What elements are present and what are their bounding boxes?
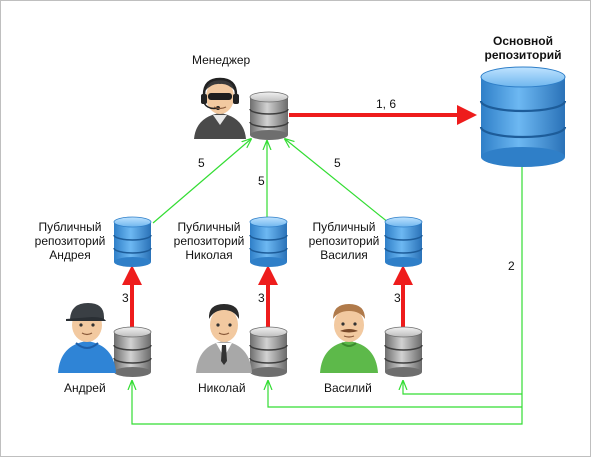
andrey-public-repo-label: Публичный репозиторий Андрея — [34, 220, 106, 262]
vasily-public-repo-label: Публичный репозиторий Василия — [308, 220, 380, 262]
vasily-label: Василий — [324, 381, 372, 395]
edge-label-manager-to-main: 1, 6 — [376, 97, 397, 111]
nikolay-label: Николай — [198, 381, 246, 395]
edge-main-to-andrey — [132, 164, 523, 425]
nikolay-public-repo-label: Публичный репозиторий Николая — [173, 220, 245, 262]
edge-label-nikolay-push: 3 — [258, 291, 265, 305]
nikolay-avatar-icon — [196, 304, 252, 373]
red-edges — [122, 105, 477, 327]
nikolay-private-repo-db-icon — [249, 326, 288, 377]
vasily-public-repo-db-icon — [384, 216, 423, 267]
andrey-label: Андрей — [64, 381, 106, 395]
vasily-avatar-icon — [320, 304, 378, 373]
vasily-private-repo-db-icon — [384, 326, 423, 377]
green-edges — [132, 139, 523, 425]
main-repository-db-icon — [479, 66, 567, 167]
nikolay-public-repo-db-icon — [249, 216, 288, 267]
edge-main-to-nikolay — [268, 381, 522, 408]
edge-label-vasily-to-manager: 5 — [334, 156, 341, 170]
andrey-private-repo-db-icon — [113, 326, 152, 377]
andrey-avatar-icon — [58, 303, 116, 373]
edge-main-to-vasily — [403, 381, 522, 395]
manager-db-icon — [249, 91, 289, 140]
edge-label-vasily-push: 3 — [394, 291, 401, 305]
main-repository-label: Основной репозиторий — [484, 34, 562, 62]
andrey-public-repo-db-icon — [113, 216, 152, 267]
edge-label-nikolay-to-manager: 5 — [258, 174, 265, 188]
edge-label-andrey-to-manager: 5 — [198, 156, 205, 170]
edge-label-andrey-push: 3 — [122, 291, 129, 305]
manager-label: Менеджер — [192, 53, 251, 67]
edge-andrey-to-manager — [152, 139, 251, 224]
edge-label-main-to-devs: 2 — [508, 259, 515, 273]
manager-avatar-icon — [194, 77, 246, 139]
edge-vasily-to-manager — [285, 139, 390, 224]
